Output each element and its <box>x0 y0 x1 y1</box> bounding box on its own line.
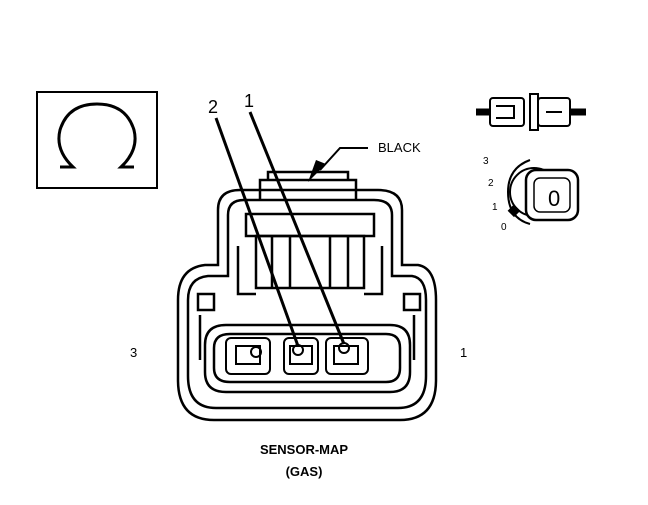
wire-color-label: BLACK <box>378 140 421 155</box>
caption-title: SENSOR-MAP <box>260 442 348 457</box>
ignition-pos-1: 1 <box>492 202 498 213</box>
connector-body <box>176 170 438 422</box>
terminal-pin-2 <box>283 337 319 375</box>
ignition-pos-0: 0 <box>501 222 507 233</box>
probe-label-1: 1 <box>244 91 254 111</box>
pin-label-right: 1 <box>460 345 467 360</box>
caption-subtitle: (GAS) <box>286 464 323 479</box>
pin-label-left: 3 <box>130 345 137 360</box>
ignition-pos-3: 3 <box>483 156 489 167</box>
ohm-symbol-icon <box>36 91 158 189</box>
terminal-pin-3 <box>225 337 271 375</box>
probe-label-2: 2 <box>208 97 218 117</box>
ignition-pos-2: 2 <box>488 178 494 189</box>
wire-color-callout <box>308 147 368 182</box>
terminal-pin-1 <box>325 337 369 375</box>
key-position-value: 0 <box>548 186 560 211</box>
probe-leads <box>214 111 346 347</box>
disconnected-connector-icon <box>476 93 586 131</box>
ignition-key-icon <box>506 159 580 225</box>
